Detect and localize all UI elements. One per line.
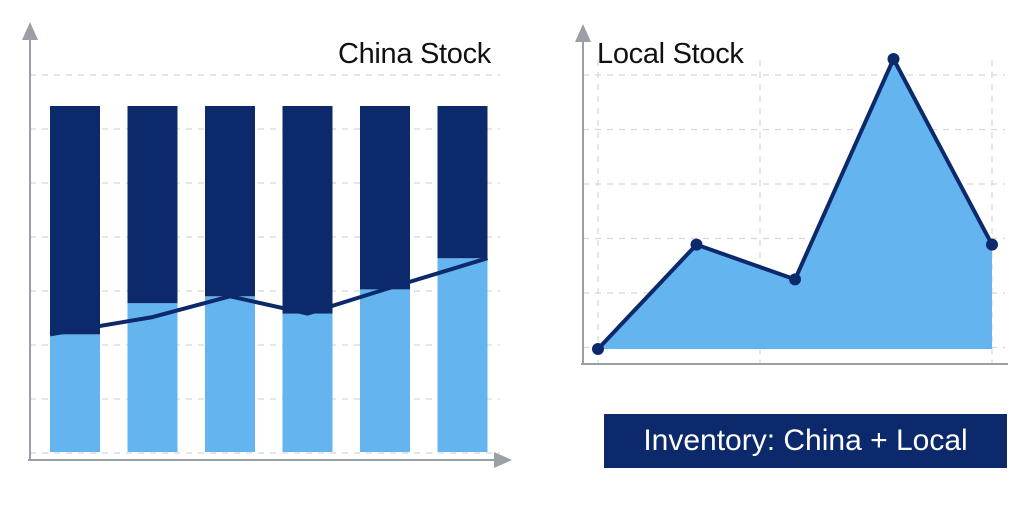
local-area-fill — [598, 59, 992, 349]
bar-china-upper — [205, 106, 255, 297]
left-bars — [50, 106, 488, 452]
inventory-caption-badge: Inventory: China + Local — [604, 414, 1007, 468]
local-data-point — [789, 273, 801, 286]
local-data-point — [690, 238, 703, 251]
china-trend-line — [49, 256, 489, 337]
bar-china-lower — [50, 334, 100, 452]
local-stock-chart: Local Stock — [575, 24, 1008, 365]
bar-china-upper — [50, 106, 100, 335]
local-stock-title: Local Stock — [597, 38, 744, 70]
bar-china-upper — [360, 106, 410, 290]
local-points — [592, 53, 998, 355]
bar-china-lower — [437, 258, 488, 452]
left-gridlines — [30, 74, 500, 454]
bar-china-upper — [437, 106, 488, 259]
local-data-point — [986, 238, 998, 251]
local-data-point — [887, 53, 900, 65]
china-stock-title: China Stock — [338, 38, 492, 70]
bar-china-lower — [205, 296, 255, 452]
bar-china-upper — [282, 106, 333, 314]
bar-china-lower — [360, 289, 410, 452]
bar-china-lower — [282, 313, 333, 452]
bar-china-upper — [127, 106, 178, 304]
local-data-point — [592, 343, 604, 355]
china-stock-chart: China Stock — [22, 22, 512, 468]
bar-china-lower — [127, 303, 178, 452]
